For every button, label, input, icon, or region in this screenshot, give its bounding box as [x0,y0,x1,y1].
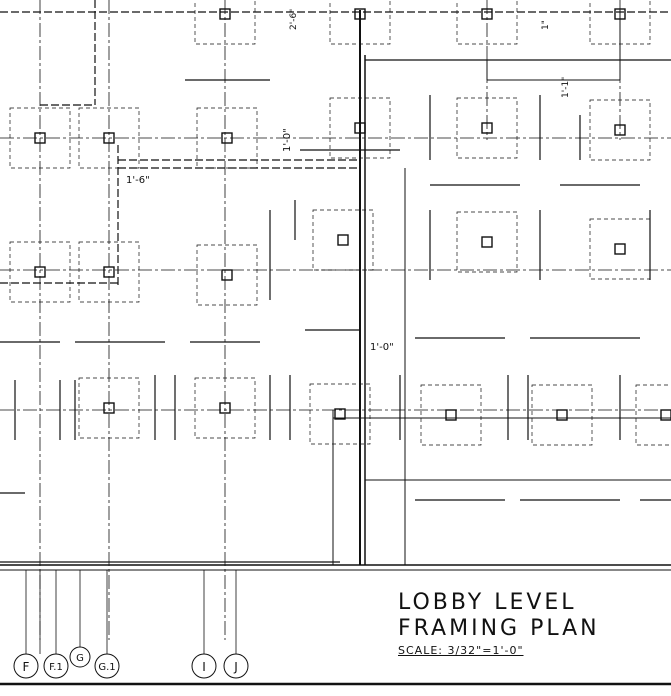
column-square [660,409,671,421]
column-square [34,266,46,278]
column-square [445,409,457,421]
footing-pad [589,0,651,45]
dimension-top-right: 1" [541,20,551,30]
column-square [334,408,346,420]
footing-pad [531,384,593,446]
column-square [219,402,231,414]
grid-bubble-label: G [76,653,84,664]
dimension-top-mid: 2'-6" [289,9,299,30]
column-square [481,8,493,20]
footing-pad [78,377,140,439]
drawing-title-line-1: LOBBY LEVEL [398,590,577,615]
footing-pad [456,211,518,273]
footing-pad [456,97,518,159]
footing-pad [309,383,371,445]
footing-pad [329,0,391,45]
column-square [221,269,233,281]
dimension-mid-left: 1'-6" [126,175,150,186]
grid-bubble-g1: G.1 [94,653,120,679]
column-square [614,243,626,255]
grid-bubble-label: F [23,660,30,674]
dimension-center-lower: 1'-0" [370,342,394,353]
footing-pad [78,241,140,303]
column-square [219,8,231,20]
column-square [614,124,626,136]
grid-bubble-f1: F.1 [43,653,69,679]
footing-pad [420,384,482,446]
footing-pad [635,384,671,446]
grid-bubble-j: J [223,653,249,679]
grid-bubble-label: F.1 [49,662,63,673]
grid-bubble-g: G [69,646,91,668]
footing-pad [589,99,651,161]
drawing-title-line-2: FRAMING PLAN [398,616,600,641]
grid-bubble-label: J [233,660,238,674]
column-square [221,132,233,144]
grid-bubble-f: F [13,653,39,679]
grid-bubble-label: I [202,660,206,674]
dimension-right-upper: 1'-1" [561,77,571,98]
footing-pad [194,377,256,439]
footing-pad [194,0,256,45]
title-block: LOBBY LEVEL FRAMING PLAN SCALE: 3/32"=1'… [398,590,658,657]
footing-pad [312,209,374,271]
dimension-center-upper: 1'-0" [282,128,293,152]
column-square [103,402,115,414]
grid-bubble-i: I [191,653,217,679]
column-square [103,132,115,144]
column-square [614,8,626,20]
footing-pad [9,107,71,169]
footing-pad [196,244,258,306]
column-square [337,234,349,246]
column-square [354,8,366,20]
grid-bubble-label: G.1 [98,662,115,673]
column-square [103,266,115,278]
footing-pad [78,107,140,169]
column-square [481,122,493,134]
footing-pad [9,241,71,303]
column-square [481,236,493,248]
footing-pad [329,97,391,159]
column-square [34,132,46,144]
column-square [354,122,366,134]
column-square [556,409,568,421]
footing-pad [196,107,258,169]
footing-pad [589,218,651,280]
footing-pad [456,0,518,45]
drawing-scale: SCALE: 3/32"=1'-0" [398,644,524,657]
